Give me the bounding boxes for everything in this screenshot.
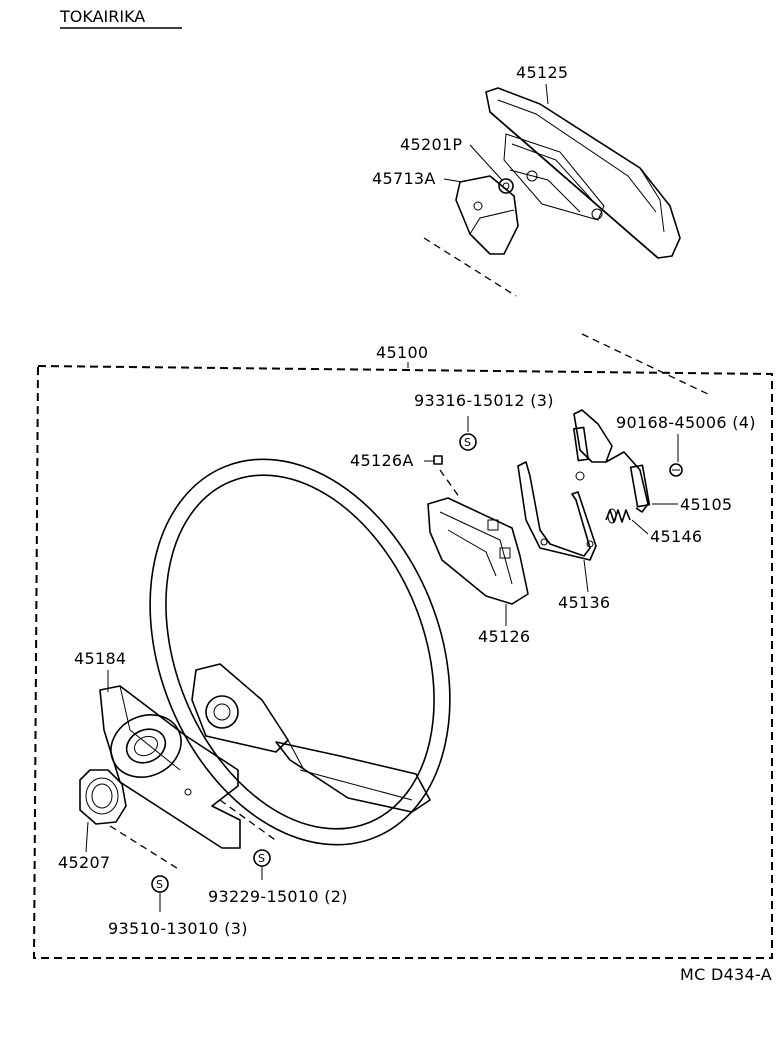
svg-text:S: S [258, 852, 265, 865]
label-45100: 45100 [376, 343, 428, 362]
label-93510: 93510-13010 (3) [108, 919, 248, 938]
standard-part-symbol-93510: S [151, 875, 169, 893]
assembly-line-pin [439, 469, 461, 499]
label-45184: 45184 [74, 649, 126, 668]
contact-plate-45136-part [517, 461, 597, 561]
leader-45146 [631, 519, 649, 535]
svg-text:S: S [464, 436, 471, 449]
leader-45136 [583, 559, 589, 593]
label-93229: 93229-15010 (2) [208, 887, 348, 906]
leader-45207 [85, 821, 89, 853]
assembly-line-pad-left [423, 237, 517, 297]
steering-wheel-part [149, 458, 451, 846]
leader-45201P [469, 144, 503, 181]
label-45105: 45105 [680, 495, 732, 514]
bracket-45126-part [427, 497, 529, 605]
label-90168: 90168-45006 (4) [616, 413, 756, 432]
label-93316: 93316-15012 (3) [414, 391, 554, 410]
pin-45126A-part [433, 455, 443, 465]
label-45201P: 45201P [400, 135, 462, 154]
horn-pad-part [485, 87, 681, 259]
label-45713A: 45713A [372, 169, 436, 188]
label-45126: 45126 [478, 627, 530, 646]
label-45146: 45146 [650, 527, 702, 546]
label-45136: 45136 [558, 593, 610, 612]
manufacturer-label: TOKAIRIKA [59, 7, 145, 26]
svg-text:S: S [156, 878, 163, 891]
assembly-line-ring [109, 825, 181, 871]
diagram-code: MC D434-A [680, 965, 772, 984]
cover-45184-part [99, 685, 241, 849]
ring-45207-part [79, 769, 127, 825]
standard-part-symbol-93229: S [253, 849, 271, 867]
leader-45713A [443, 178, 463, 183]
horn-contact-45105-part [573, 409, 651, 513]
assembly-line-pad-right [581, 333, 713, 397]
label-45125: 45125 [516, 63, 568, 82]
label-45207: 45207 [58, 853, 110, 872]
standard-part-symbol-93316: S [459, 433, 477, 451]
screw-90168-part [669, 463, 683, 477]
emblem-45713A-part [455, 175, 519, 255]
assembly-frame-45100 [32, 364, 773, 959]
leader-45125 [545, 83, 549, 105]
label-45126A: 45126A [350, 451, 414, 470]
spring-45146-part [605, 508, 631, 524]
